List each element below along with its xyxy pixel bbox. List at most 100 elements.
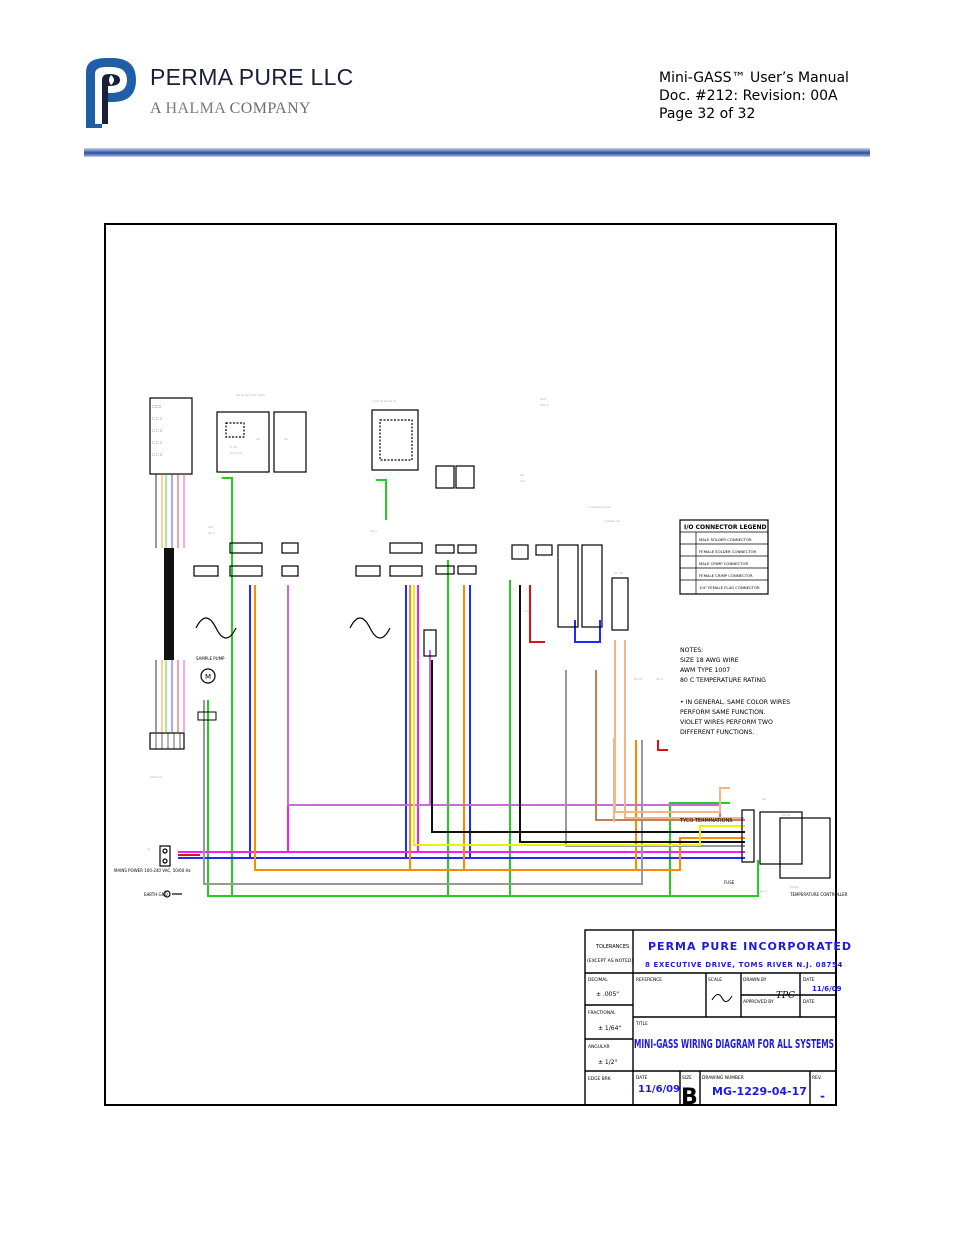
- note-line: 80 C TEMPERATURE RATING: [680, 677, 766, 684]
- rev-label: REV.: [812, 1075, 822, 1081]
- date-label: DATE: [803, 977, 815, 983]
- notes: NOTES: SIZE 18 AWG WIRE AWM TYPE 1007 80…: [680, 647, 790, 736]
- svg-text::::::::::: :::::::::: [790, 885, 799, 889]
- mains-power-label: MAINS POWER 100-240 VAC, 50/60 Hz: [114, 868, 191, 873]
- drawing-frame: [104, 223, 837, 1106]
- svg-text:::::: ::::: [520, 473, 524, 477]
- subtitle-prefix: A: [150, 100, 166, 117]
- fractional-label: FRACTIONAL: [588, 1010, 616, 1016]
- wire-peach: [614, 640, 730, 813]
- connector-legend: I/O CONNECTOR LEGEND MALE SOLDER CONNECT…: [679, 519, 769, 595]
- halma-word: HALMA: [165, 100, 226, 117]
- date2-label: DATE: [636, 1075, 648, 1081]
- legend-item: MALE CRIMP CONNECTOR: [699, 561, 748, 566]
- header-rule: [84, 148, 870, 157]
- svg-text::::: ::: :::: :::::: ::::::::: :::: ::: :::: :::::: ::::::::: [236, 393, 265, 397]
- svg-text::::: :::: :::: :::: [634, 677, 642, 681]
- subtitle-suffix: COMPANY: [225, 100, 312, 117]
- svg-text::: ::::: :: ::::: [230, 445, 237, 449]
- rev-value: -: [820, 1089, 825, 1103]
- svg-text::: :::: ::: :::: ::: :::: :: :::: ::: :::: ::: :::: [372, 399, 396, 403]
- page-number: Page 32 of 32: [659, 106, 756, 122]
- svg-text::::: ::::: :::: ::::: [614, 571, 623, 575]
- note-line: NOTES:: [680, 647, 703, 654]
- date-label-2: DATE: [803, 999, 815, 1005]
- title-block: [584, 929, 837, 1106]
- except-label: (EXCEPT AS NOTED): [587, 958, 633, 964]
- approved-by-value: TPC: [776, 991, 795, 1001]
- svg-text::::::: :::::: [208, 525, 213, 529]
- fuse-label: FUSE: [724, 880, 735, 885]
- svg-text:::::: ::::: [762, 797, 766, 801]
- drawing-number-value: MG-1229-04-17: [712, 1085, 807, 1098]
- note-line: DIFFERENT FUNCTIONS.: [680, 729, 754, 736]
- svg-text::::: :::: :::: :::: [782, 813, 790, 817]
- legend-title: I/O CONNECTOR LEGEND: [684, 524, 767, 531]
- wire-gray: [203, 700, 643, 885]
- svg-text::: :: ::: :: :: ::: [152, 416, 163, 421]
- sample-pump: M SAMPLE PUMP: [196, 656, 225, 721]
- note-line: VIOLET WIRES PERFORM TWO: [680, 719, 773, 726]
- wire-blue: [574, 620, 601, 643]
- svg-text::: :::::::: ::::: :: :::::::: ::::: [604, 519, 620, 523]
- svg-text:::::::: ::::::: [540, 397, 546, 401]
- wire-black: [431, 660, 745, 833]
- title-block-address: 8 EXECUTIVE DRIVE, TOMS RIVER N.J. 08754: [645, 961, 843, 969]
- doc-title: Mini-GASS™ User’s Manual: [659, 70, 849, 86]
- svg-text::::: ::: :::: ::: [760, 889, 767, 893]
- component-boxes: [193, 409, 831, 879]
- size-value: B: [681, 1085, 698, 1110]
- size-label: SIZE: [682, 1075, 692, 1081]
- tolerances-label: TOLERANCES: [595, 944, 629, 950]
- component-labels: :::: ::: :::: :::::: :::::::: :: :::: ::…: [147, 393, 799, 897]
- note-line: SIZE 18 AWG WIRE: [680, 657, 739, 664]
- svg-text::::: ::: :::: ::: [208, 531, 215, 535]
- scale-label: SCALE: [708, 977, 722, 983]
- pump-motor-label: M: [205, 673, 211, 681]
- scale-squiggle: [711, 994, 733, 1002]
- legend-item: 1/4" FEMALE FLAG CONNECTOR: [699, 585, 760, 590]
- date-value: 11/6/09: [812, 985, 842, 993]
- svg-text::: :: ::: :: :: ::: [152, 452, 163, 457]
- temp-controller-label: TEMPERATURE CONTROLLER: [789, 892, 848, 897]
- wire-peach: [624, 640, 744, 819]
- wire-violet: [287, 585, 400, 806]
- decimal-label: DECIMAL: [588, 977, 608, 983]
- svg-text::: :::::::::: :::: ::::: :: :::::::::: :::: ::::: [588, 505, 611, 509]
- svg-text::::::::: :::::::: [152, 404, 161, 409]
- svg-text::: :: ::: :: :: ::: [152, 428, 163, 433]
- document-info: Mini-GASS™ User’s Manual Doc. #212: Revi…: [659, 69, 849, 123]
- wire-brown: [595, 670, 740, 821]
- drawn-by-label: DRAWN BY: [743, 977, 767, 983]
- drawing-number-label: DRAWING NUMBER: [702, 1075, 744, 1081]
- wire-green: [376, 479, 387, 520]
- svg-text::::: :::: [147, 847, 150, 851]
- angular-value: ± 1/2°: [598, 1059, 618, 1066]
- wires: [178, 477, 759, 897]
- decimal-value: ± .005": [596, 991, 619, 998]
- svg-text::: ::: :: ::: [524, 609, 529, 613]
- tyco-label: TYCO TERMINATIONS: [679, 818, 732, 824]
- wire-green: [207, 700, 759, 897]
- perma-pure-logo: [86, 58, 136, 128]
- wire-yellow: [413, 585, 745, 846]
- legend-item: MALE SOLDER CONNECTOR: [699, 537, 752, 542]
- note-line: • IN GENERAL, SAME COLOR WIRES: [680, 699, 790, 706]
- svg-text::::::: :::::: [520, 479, 525, 483]
- svg-text::::: ::: :::: ::: [370, 529, 377, 533]
- wire-red: [657, 740, 668, 751]
- svg-text::::::::: :::: :::::::: :::: [150, 775, 162, 779]
- title-block-company: PERMA PURE INCORPORATED: [648, 940, 852, 953]
- drawing-title: MINI-GASS WIRING DIAGRAM FOR ALL SYSTEMS: [634, 1037, 834, 1051]
- wire-red: [529, 585, 545, 643]
- date2-value: 11/6/09: [638, 1084, 680, 1095]
- doc-number: Doc. #212: Revision: 00A: [659, 88, 838, 104]
- edge-brk-label: EDGE BRK: [588, 1076, 611, 1082]
- approved-by-label: APPROVED BY: [743, 999, 774, 1005]
- angular-label: ANGULAR: [588, 1044, 610, 1050]
- company-name: PERMA PURE LLC: [150, 64, 354, 90]
- svg-text:::::: ::::: [147, 893, 151, 897]
- ac-symbol: [195, 617, 391, 639]
- note-line: AWM TYPE 1007: [680, 667, 730, 674]
